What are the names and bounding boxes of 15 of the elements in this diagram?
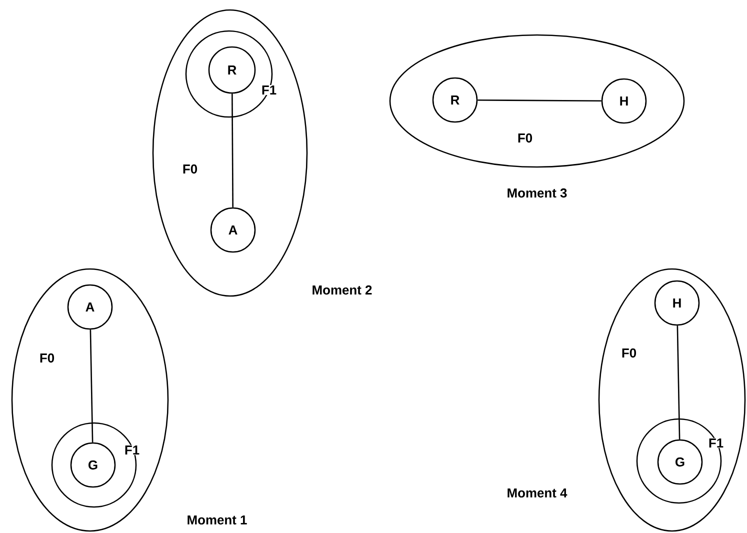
ring-label: F1 [124,445,140,455]
region-label: F0 [40,353,54,363]
ring-label: F1 [708,438,724,448]
connector-line [232,94,234,208]
moment-caption: Moment 4 [508,488,568,498]
connector-line [478,99,602,102]
connector-line [676,326,680,440]
region-label: F0 [183,164,198,174]
ring-label: F1 [260,85,278,95]
moment-caption: Moment 2 [312,285,372,295]
region-label: F0 [518,133,532,143]
region-label: F0 [622,348,636,358]
moment-caption: Moment 3 [508,188,567,198]
connector-line [90,330,94,442]
moment-caption: Moment 1 [188,515,247,524]
